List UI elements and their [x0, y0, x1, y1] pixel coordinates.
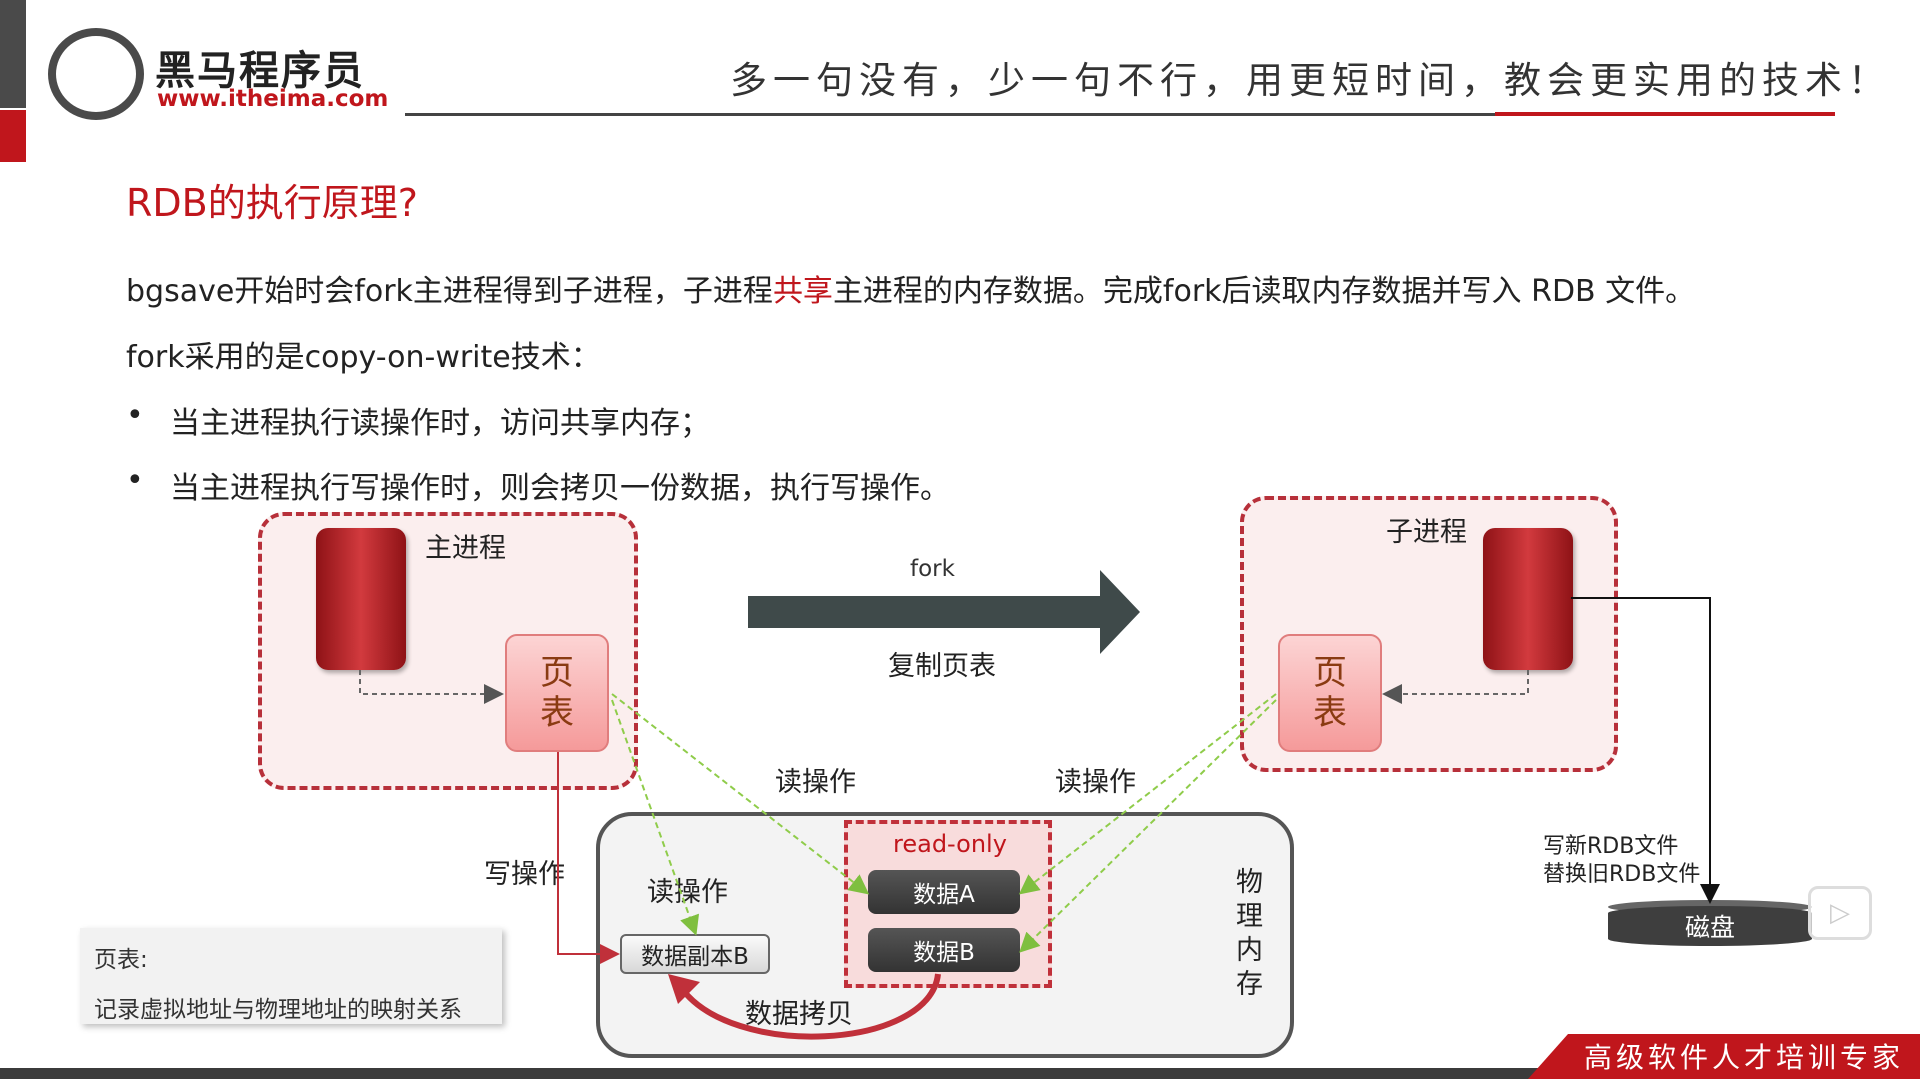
main-page-table: 页 表: [505, 634, 609, 752]
page-table-note: [80, 928, 502, 1024]
paragraph-bgsave: bgsave开始时会fork主进程得到子进程，子进程共享主进程的内存数据。完成f…: [126, 266, 1695, 310]
write-rdb-label-1: 写新RDB文件: [1543, 834, 1679, 859]
page-table-char: 页: [540, 653, 574, 693]
read-only-label: read-only: [893, 830, 1007, 858]
fork-label: fork: [910, 556, 955, 582]
data-a-block: 数据A: [868, 870, 1020, 914]
data-copy-arrowhead: [668, 974, 700, 1004]
child-to-disk-line: [1571, 597, 1720, 904]
physical-memory-char: 存: [1236, 969, 1263, 1000]
bullet-read: 当主进程执行读操作时，访问共享内存；: [170, 406, 710, 441]
physical-memory-char: 理: [1236, 901, 1263, 932]
play-icon[interactable]: ▷: [1808, 886, 1872, 940]
page-table-char: 页: [1313, 653, 1347, 693]
bullet-dot: •: [126, 463, 144, 498]
child-process-to-page-table: [1382, 670, 1529, 704]
header-divider-accent: [1495, 112, 1835, 116]
bullet-write: 当主进程执行写操作时，则会拷贝一份数据，执行写操作。: [170, 471, 950, 506]
logo-horse-icon: [48, 28, 144, 120]
physical-memory-label: 物 理 内 存: [1236, 866, 1263, 1002]
p1-text-before: bgsave开始时会fork主进程得到子进程，子进程: [126, 274, 773, 309]
bullet-dot: •: [126, 398, 144, 433]
write-arrow: [557, 752, 620, 964]
footer-tagline: 高级软件人才培训专家: [1584, 1041, 1905, 1074]
header-divider: [405, 113, 1495, 116]
note-title: 页表:: [94, 947, 148, 973]
data-copy-label: 数据拷贝: [745, 999, 853, 1030]
footer-banner: [1528, 1034, 1920, 1079]
slogan: 多一句没有，少一句不行，用更短时间，教会更实用的技术！: [730, 59, 1891, 102]
read-arrow-main-to-a: [611, 693, 870, 895]
copy-page-table-label: 复制页表: [888, 651, 996, 682]
header-accent-gray: [0, 0, 26, 108]
logo-url: www.itheima.com: [157, 86, 389, 112]
main-process-to-page-table: [359, 670, 504, 704]
disk-icon: 磁盘: [1608, 906, 1812, 946]
read-arrow-child-to-a: [1018, 693, 1277, 895]
read-arrow-child-to-b: [1019, 699, 1277, 953]
note-text: 记录虚拟地址与物理地址的映射关系: [94, 997, 462, 1023]
read-op-right-label: 读操作: [1055, 767, 1136, 798]
page-table-char: 表: [540, 693, 574, 733]
slide-title: RDB的执行原理?: [126, 181, 418, 225]
page-table-char: 表: [1313, 693, 1347, 733]
write-op-label: 写操作: [484, 859, 565, 890]
fork-arrow: [748, 570, 1140, 654]
read-arrow-main-to-copy: [611, 699, 700, 936]
physical-memory-char: 内: [1236, 935, 1263, 966]
main-process-icon: [316, 528, 406, 670]
write-rdb-label-2: 替换旧RDB文件: [1543, 862, 1701, 887]
paragraph-copy-on-write: fork采用的是copy-on-write技术：: [126, 340, 601, 375]
child-process-label: 子进程: [1386, 517, 1467, 548]
data-copy-arrow: [677, 973, 941, 1040]
header-accent-red: [0, 110, 26, 162]
read-op-left-label: 读操作: [775, 767, 856, 798]
main-process-label: 主进程: [425, 533, 506, 564]
physical-memory-char: 物: [1236, 867, 1263, 898]
p1-text-after: 主进程的内存数据。完成fork后读取内存数据并写入 RDB 文件。: [832, 274, 1696, 309]
child-page-table: 页 表: [1278, 634, 1382, 752]
child-process-icon: [1483, 528, 1573, 670]
p1-highlight: 共享: [772, 274, 833, 309]
data-b-block: 数据B: [868, 928, 1020, 972]
read-op-inner-label: 读操作: [647, 877, 728, 908]
footer-bar: [0, 1068, 1920, 1079]
logo-name: 黑马程序员: [155, 48, 365, 94]
